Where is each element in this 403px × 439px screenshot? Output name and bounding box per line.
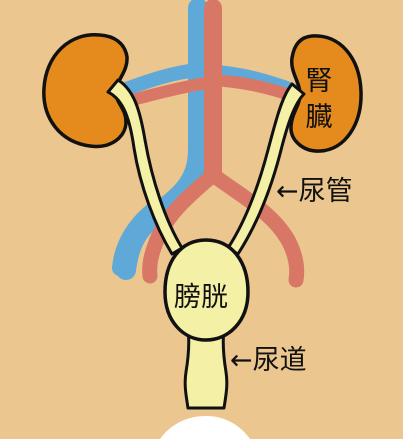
urethra-label: ←尿道 — [230, 347, 307, 374]
bladder-label: 膀胱 — [174, 284, 228, 311]
ureter-label: ←尿管 — [276, 178, 353, 205]
kidney-label: 腎臓 — [304, 64, 334, 136]
